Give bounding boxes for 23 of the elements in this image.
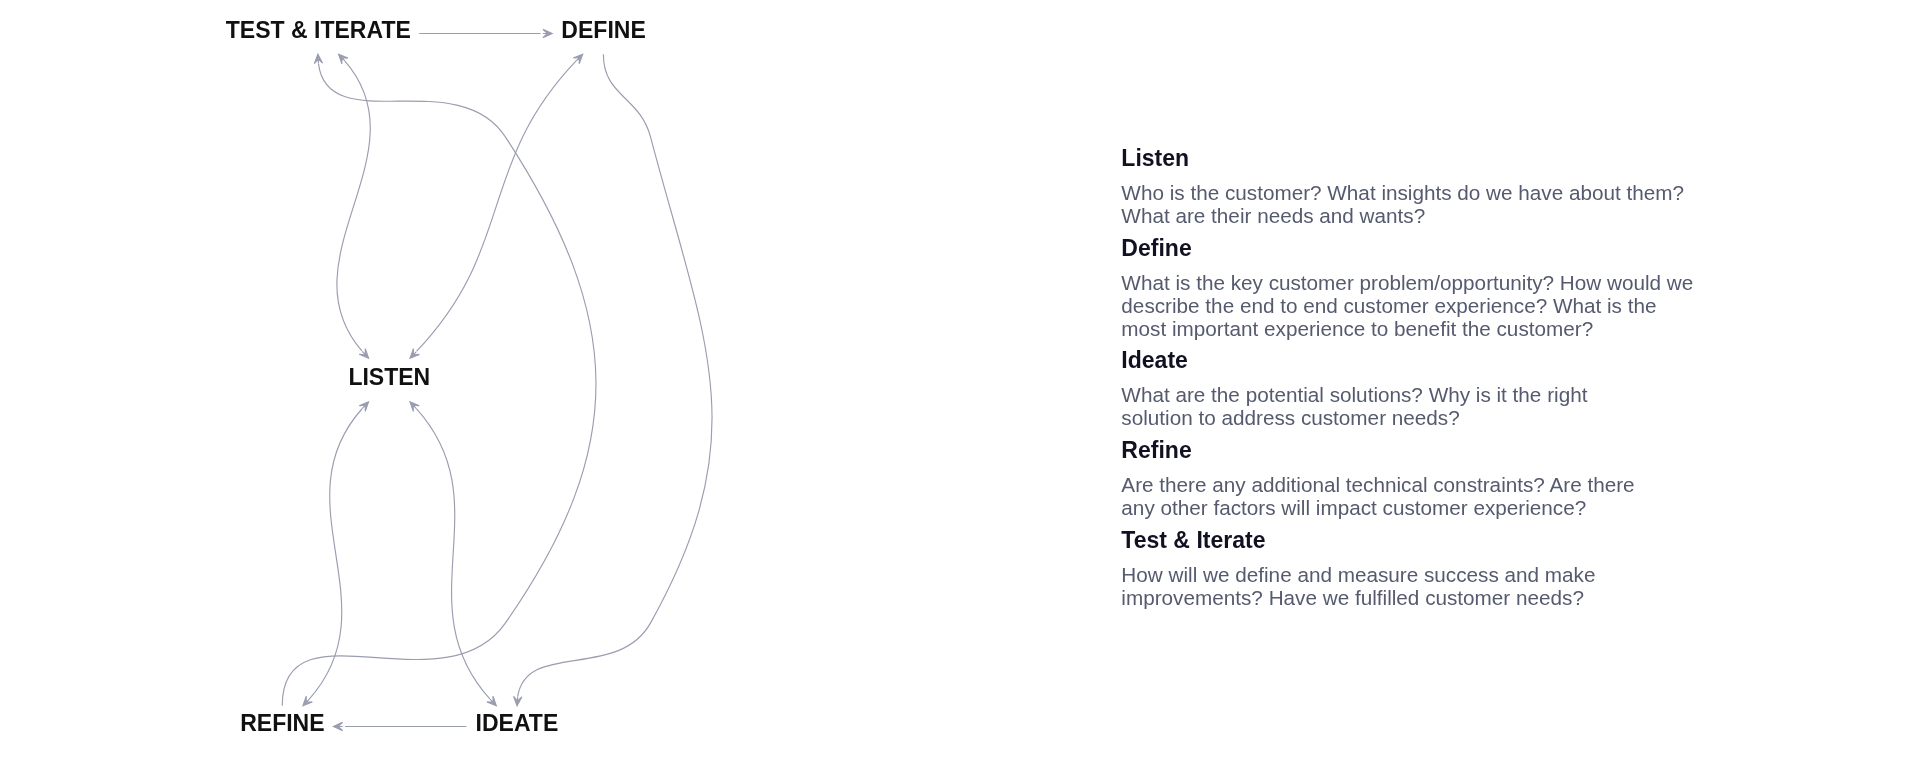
- label: Define: [1120, 234, 1192, 261]
- arrow: [301, 401, 369, 707]
- label: Refine: [1120, 437, 1192, 464]
- label: Listen: [1120, 144, 1189, 171]
- label: Are there any additional technical constraints? Are there any other factors will impact customer experience?: [1120, 473, 1635, 520]
- label: What are the potential solutions? Why is it the right solution to address customer needs?: [1120, 383, 1587, 430]
- arrow: [418, 28, 553, 39]
- label: Ideate: [1120, 347, 1188, 374]
- arrow: [408, 53, 583, 359]
- arrow: [332, 721, 467, 732]
- node-text: IDEATE: [475, 710, 558, 737]
- label: How will we define and measure success and make improvements? Have we fulfilled customer needs?: [1120, 562, 1595, 609]
- node-text: DEFINE: [560, 17, 646, 44]
- arrow: [335, 53, 371, 359]
- label: Who is the customer? What insights do we have about them? What are their needs and wants?: [1120, 180, 1684, 227]
- label: What is the key customer problem/opportunity? How would we describe the end to end customer experience? What is the most important experience to benefit the customer?: [1120, 270, 1693, 340]
- node-text: REFINE: [239, 710, 325, 737]
- arrow: [408, 401, 497, 707]
- label: Test & Iterate: [1120, 527, 1265, 554]
- arrow: [281, 53, 597, 707]
- node-text: LISTEN: [347, 363, 430, 390]
- node-text: TEST & ITERATE: [225, 17, 411, 44]
- arrow: [512, 53, 713, 707]
